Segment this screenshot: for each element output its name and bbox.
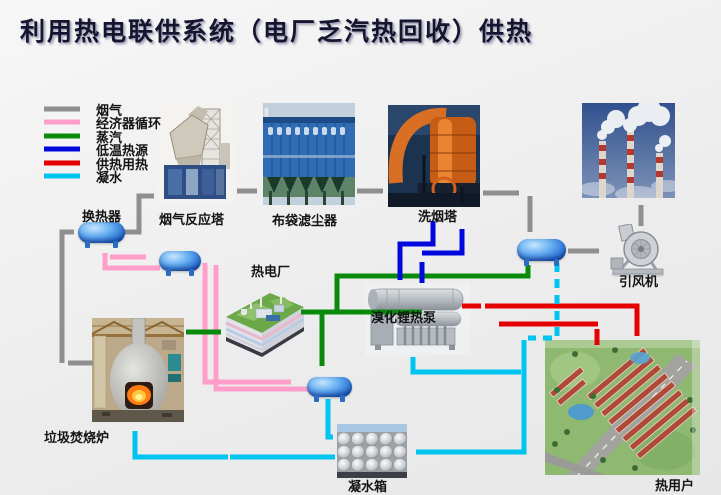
bag-filter-label: 布袋滤尘器 <box>272 214 338 229</box>
heat-users-photo <box>545 340 700 475</box>
bag-filter-photo <box>263 103 355 205</box>
low-temp-heat-lines <box>397 221 465 283</box>
legend-item-condensate: 凝水 <box>42 169 123 186</box>
page-title: 利用热电联供系统（电厂乏汽热回收）供热 <box>20 17 534 46</box>
legend-label: 经济器循环 <box>96 116 162 132</box>
legend-item-heating: 供热用热 <box>42 156 149 173</box>
induced-draft-fan-label: 引风机 <box>619 275 659 290</box>
low-temp-arrow-icon <box>44 146 80 152</box>
libr-heat-pump-label: 溴化锂热泵 <box>371 311 437 326</box>
steam-arrow-icon <box>44 133 80 139</box>
heat-exchanger-label: 换热器 <box>82 210 122 225</box>
legend-label: 凝水 <box>96 170 123 186</box>
legend-label: 低温热源 <box>96 143 149 159</box>
legend-item-steam: 蒸汽 <box>42 129 123 146</box>
heat-users-label: 热用户 <box>655 479 695 494</box>
flue-gas-washing-tower-photo <box>388 105 480 207</box>
reaction-tower-label: 烟气反应塔 <box>159 213 225 228</box>
legend-item-economizer: 经济器循环 <box>42 115 162 132</box>
thermal-power-plant-label: 热电厂 <box>251 265 291 280</box>
vessel-flue-gas-heat-exchanger <box>517 239 566 266</box>
legend-item-flue-gas: 烟气 <box>42 102 123 119</box>
flue-gas-reaction-tower-photo <box>158 103 235 203</box>
waste-incinerator-label: 垃圾焚烧炉 <box>44 431 110 446</box>
condensate-tank-label: 凝水箱 <box>348 480 388 495</box>
legend-label: 烟气 <box>96 103 123 119</box>
thermal-power-plant-photo <box>222 287 308 359</box>
legend-label: 蒸汽 <box>96 130 123 146</box>
chimneys-photo <box>582 103 675 198</box>
condensate-tank-photo <box>337 424 407 478</box>
vessel-economizer <box>159 251 201 276</box>
induced-draft-fan-photo <box>605 224 670 278</box>
waste-incinerator-photo <box>92 318 184 422</box>
heating-arrow-icon <box>44 160 80 166</box>
economizer-arrow-icon <box>44 119 80 125</box>
flue-gas-arrow-icon <box>44 106 80 112</box>
washing-tower-label: 洗烟塔 <box>418 210 458 225</box>
legend-label: 供热用热 <box>96 157 149 173</box>
condensate-arrow-icon <box>44 173 80 179</box>
vessel-heat-exchanger <box>78 222 125 248</box>
legend-item-low-temp: 低温热源 <box>42 142 149 159</box>
vessel-steam-condenser <box>307 377 352 402</box>
